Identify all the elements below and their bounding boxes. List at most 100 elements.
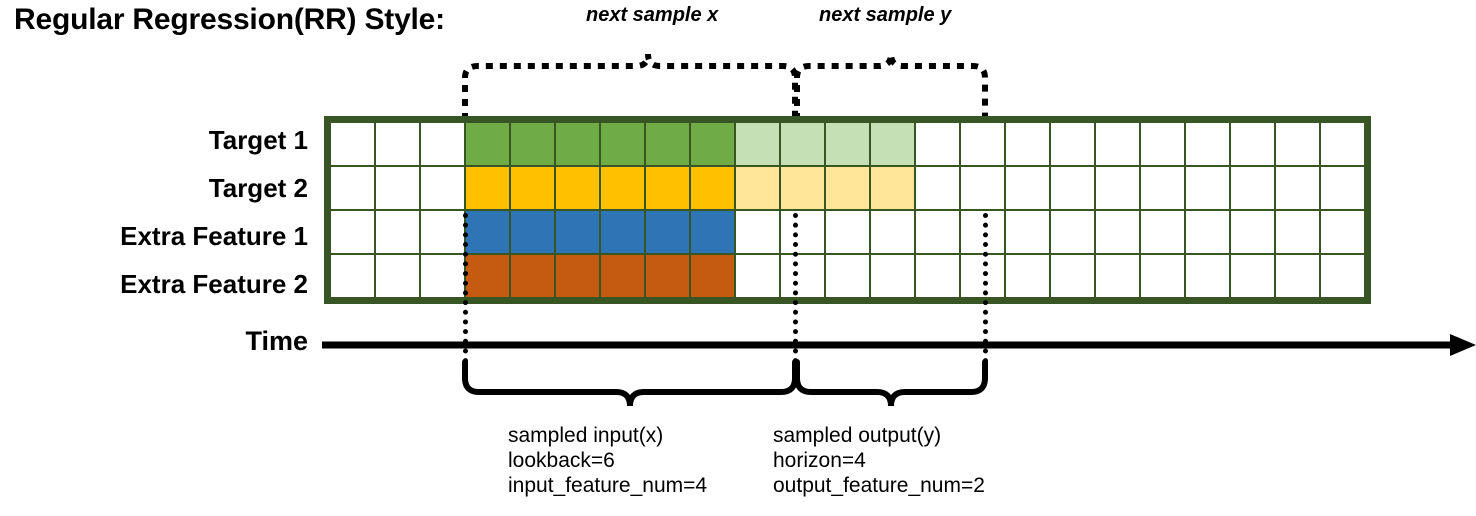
- cell-r2-c17: [1049, 165, 1096, 211]
- row-label-extra-feature-1: Extra Feature 1: [120, 221, 308, 251]
- cell-r3-c12: [824, 209, 871, 255]
- cell-r2-c21: [1229, 165, 1276, 211]
- cell-r1-c3: [419, 121, 466, 167]
- cell-r2-c4: [464, 165, 511, 211]
- cell-r1-c15: [959, 121, 1006, 167]
- cell-r3-c4: [464, 209, 511, 255]
- cell-r3-c13: [869, 209, 916, 255]
- cell-r2-c19: [1139, 165, 1186, 211]
- time-axis-label: Time: [245, 326, 308, 356]
- guide-line-input-end: [793, 213, 798, 373]
- cell-r4-c1: [329, 253, 376, 299]
- cell-r4-c22: [1274, 253, 1321, 299]
- cell-r2-c13: [869, 165, 916, 211]
- cell-r4-c6: [554, 253, 601, 299]
- cell-r3-c9: [689, 209, 736, 255]
- cell-r1-c17: [1049, 121, 1096, 167]
- cell-r2-c5: [509, 165, 556, 211]
- cell-r3-c20: [1184, 209, 1231, 255]
- cell-r3-c19: [1139, 209, 1186, 255]
- cell-r1-c10: [734, 121, 781, 167]
- cell-r3-c16: [1004, 209, 1051, 255]
- timeline-row-1: [329, 121, 1366, 167]
- cell-r3-c10: [734, 209, 781, 255]
- cell-r2-c14: [914, 165, 961, 211]
- cell-r3-c6: [554, 209, 601, 255]
- timeline-grid: [324, 116, 1371, 304]
- time-axis-arrow: [322, 334, 1476, 356]
- cell-r4-c13: [869, 253, 916, 299]
- cell-r4-c8: [644, 253, 691, 299]
- cell-r2-c22: [1274, 165, 1321, 211]
- row-label-extra-feature-2: Extra Feature 2: [120, 269, 308, 299]
- brace-sampled-output: [794, 359, 988, 407]
- cell-r3-c8: [644, 209, 691, 255]
- cell-r4-c17: [1049, 253, 1096, 299]
- cell-r2-c8: [644, 165, 691, 211]
- cell-r1-c4: [464, 121, 511, 167]
- cell-r1-c12: [824, 121, 871, 167]
- timeline-row-2: [329, 165, 1366, 211]
- cell-r3-c1: [329, 209, 376, 255]
- cell-r1-c11: [779, 121, 826, 167]
- cell-r3-c11: [779, 209, 826, 255]
- cell-r3-c23: [1319, 209, 1366, 255]
- cell-r1-c23: [1319, 121, 1366, 167]
- cell-r2-c3: [419, 165, 466, 211]
- cell-r3-c18: [1094, 209, 1141, 255]
- cell-r2-c12: [824, 165, 871, 211]
- cell-r1-c16: [1004, 121, 1051, 167]
- cell-r4-c15: [959, 253, 1006, 299]
- cell-r2-c15: [959, 165, 1006, 211]
- cell-r4-c16: [1004, 253, 1051, 299]
- brace-sampled-input: [462, 359, 798, 407]
- guide-line-output-end: [983, 213, 988, 373]
- cell-r1-c9: [689, 121, 736, 167]
- cell-r4-c21: [1229, 253, 1276, 299]
- cell-r3-c2: [374, 209, 421, 255]
- row-label-target-1: Target 1: [208, 125, 308, 155]
- cell-r1-c21: [1229, 121, 1276, 167]
- caption-output-line-2: horizon=4: [773, 449, 866, 472]
- cell-r1-c22: [1274, 121, 1321, 167]
- cell-r4-c10: [734, 253, 781, 299]
- cell-r3-c5: [509, 209, 556, 255]
- cell-r1-c20: [1184, 121, 1231, 167]
- cell-r1-c1: [329, 121, 376, 167]
- cell-r2-c10: [734, 165, 781, 211]
- cell-r1-c8: [644, 121, 691, 167]
- brace-next-sample-x: [462, 53, 798, 120]
- annotation-next-sample-y: next sample y: [819, 4, 952, 26]
- cell-r4-c19: [1139, 253, 1186, 299]
- cell-r4-c14: [914, 253, 961, 299]
- cell-r4-c2: [374, 253, 421, 299]
- cell-r4-c9: [689, 253, 736, 299]
- cell-r4-c7: [599, 253, 646, 299]
- cell-r1-c13: [869, 121, 916, 167]
- caption-input-line-1: sampled input(x): [508, 424, 664, 447]
- cell-r1-c7: [599, 121, 646, 167]
- cell-r4-c12: [824, 253, 871, 299]
- cell-r2-c1: [329, 165, 376, 211]
- caption-input-line-3: input_feature_num=4: [508, 474, 708, 497]
- cell-r4-c20: [1184, 253, 1231, 299]
- cell-r1-c2: [374, 121, 421, 167]
- cell-r2-c20: [1184, 165, 1231, 211]
- cell-r1-c5: [509, 121, 556, 167]
- timeline-row-3: [329, 209, 1366, 255]
- caption-input-line-2: lookback=6: [508, 449, 615, 472]
- cell-r4-c11: [779, 253, 826, 299]
- caption-output-line-3: output_feature_num=2: [773, 474, 985, 497]
- page-title: Regular Regression(RR) Style:: [14, 3, 445, 36]
- cell-r3-c14: [914, 209, 961, 255]
- cell-r1-c14: [914, 121, 961, 167]
- cell-r2-c7: [599, 165, 646, 211]
- cell-r3-c21: [1229, 209, 1276, 255]
- annotation-next-sample-x: next sample x: [586, 4, 719, 26]
- caption-output-line-1: sampled output(y): [773, 424, 942, 447]
- cell-r2-c18: [1094, 165, 1141, 211]
- cell-r4-c4: [464, 253, 511, 299]
- right-arrow-icon: [1450, 334, 1476, 356]
- cell-r2-c11: [779, 165, 826, 211]
